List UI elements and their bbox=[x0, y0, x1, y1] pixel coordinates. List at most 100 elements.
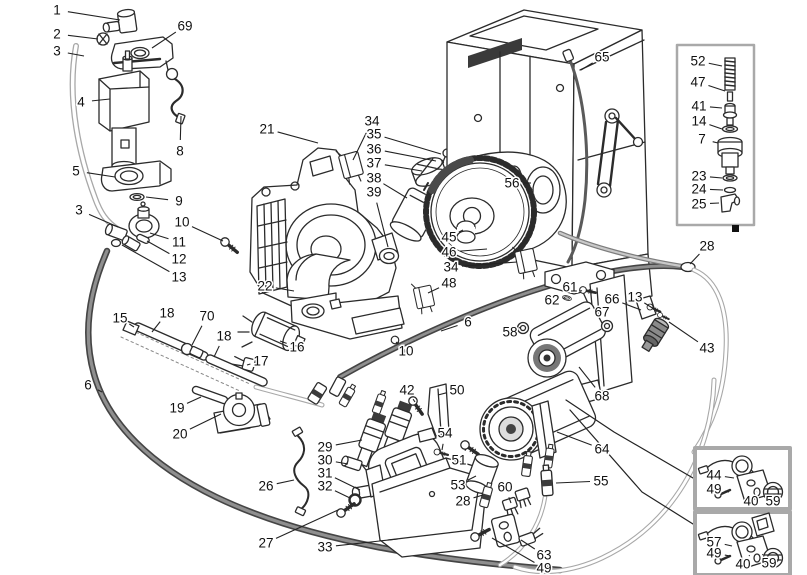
gear-wheel-part45-46 bbox=[423, 155, 537, 269]
part-label-11: 11 bbox=[172, 235, 186, 250]
leader-line-27 bbox=[275, 509, 339, 539]
leader-line-63 bbox=[520, 539, 536, 550]
leader-line-41 bbox=[709, 106, 723, 109]
leader-line-29 bbox=[335, 439, 363, 446]
nut-part58 bbox=[516, 321, 530, 335]
part-label-8: 8 bbox=[176, 144, 184, 159]
part-label-55: 55 bbox=[593, 474, 608, 489]
part-label-17: 17 bbox=[253, 354, 268, 369]
harness-inset-top bbox=[693, 446, 792, 511]
part-label-22: 22 bbox=[257, 279, 272, 294]
inset-connector-lines bbox=[565, 399, 694, 525]
leader-line-65 bbox=[580, 62, 593, 71]
leader-line-2 bbox=[67, 34, 99, 40]
leader-line-19 bbox=[186, 396, 202, 404]
part-label-13: 13 bbox=[171, 270, 186, 285]
leader-line-23 bbox=[709, 176, 723, 179]
part-label-47: 47 bbox=[690, 75, 705, 90]
clip-part2 bbox=[96, 32, 110, 46]
part-label-57: 57 bbox=[706, 535, 721, 550]
leader-line-3 bbox=[88, 213, 119, 228]
part-label-51: 51 bbox=[451, 453, 466, 468]
valve-cluster-part11-13 bbox=[104, 201, 160, 252]
tube-loops-bottom-right bbox=[497, 377, 717, 575]
leader-line-61 bbox=[580, 289, 583, 292]
part-label-41: 41 bbox=[691, 99, 706, 114]
wire-part26 bbox=[291, 426, 310, 517]
leader-line-64 bbox=[556, 431, 592, 446]
leader-line-37 bbox=[384, 164, 423, 172]
leader-line-3 bbox=[67, 52, 85, 57]
leader-line-35 bbox=[384, 136, 442, 155]
leader-line-21 bbox=[277, 131, 319, 144]
leader-line-34 bbox=[461, 261, 518, 267]
part-label-23: 23 bbox=[691, 169, 706, 184]
part-label-7: 7 bbox=[698, 132, 706, 147]
part-label-70: 70 bbox=[199, 309, 214, 324]
part-label-64: 64 bbox=[594, 442, 610, 457]
leader-line-44 bbox=[724, 476, 735, 479]
leader-line-31 bbox=[334, 477, 361, 491]
leader-line-18 bbox=[151, 321, 161, 333]
part-label-31: 31 bbox=[317, 466, 332, 481]
leader-line-12 bbox=[146, 240, 170, 255]
part-label-61: 61 bbox=[562, 280, 577, 295]
pump-part4 bbox=[98, 50, 150, 172]
leader-line-66 bbox=[622, 302, 642, 311]
part-label-59: 59 bbox=[765, 494, 780, 509]
part-label-10: 10 bbox=[174, 215, 189, 230]
part-label-19: 19 bbox=[169, 401, 184, 416]
leader-line-51 bbox=[464, 448, 467, 452]
oring-part9 bbox=[129, 192, 145, 202]
leader-line-36 bbox=[384, 150, 437, 162]
leader-line-8 bbox=[179, 115, 182, 141]
tube-assembly-15-18-70 bbox=[122, 320, 268, 387]
leader-line-49 bbox=[491, 537, 535, 563]
part-label-68: 68 bbox=[594, 389, 609, 404]
part-label-6: 6 bbox=[464, 315, 472, 330]
part-label-36: 36 bbox=[366, 142, 381, 157]
part-label-43: 43 bbox=[699, 341, 714, 356]
part-label-69: 69 bbox=[177, 19, 192, 34]
part-label-21: 21 bbox=[259, 122, 274, 137]
part-label-28: 28 bbox=[455, 494, 470, 509]
leader-line-6 bbox=[440, 324, 458, 332]
part-label-34: 34 bbox=[443, 260, 459, 275]
part-label-9: 9 bbox=[175, 194, 183, 209]
part-label-52: 52 bbox=[690, 54, 705, 69]
part-label-65: 65 bbox=[594, 50, 609, 65]
part-label-56: 56 bbox=[504, 176, 519, 191]
leader-line-28 bbox=[689, 253, 700, 265]
water-tube-3 bbox=[69, 43, 122, 233]
leader-line-45 bbox=[458, 229, 464, 233]
bracket-part63 bbox=[490, 513, 544, 548]
part-label-53: 53 bbox=[450, 478, 465, 493]
valve-detail-inset bbox=[675, 43, 756, 232]
leader-line-68 bbox=[578, 366, 596, 388]
leader-line-26 bbox=[276, 479, 295, 485]
part-label-3: 3 bbox=[53, 44, 61, 59]
part-label-20: 20 bbox=[172, 427, 187, 442]
part-label-40: 40 bbox=[735, 557, 750, 572]
part-label-49: 49 bbox=[706, 482, 721, 497]
leader-line-70 bbox=[191, 325, 203, 346]
ghost-guide-lines bbox=[120, 329, 251, 392]
leader-line-43 bbox=[668, 321, 699, 343]
part-label-5: 5 bbox=[72, 164, 80, 179]
leader-line-1 bbox=[67, 11, 121, 21]
leader-line-49 bbox=[724, 554, 731, 557]
inlet-fitting-part1 bbox=[102, 8, 138, 34]
part-label-14: 14 bbox=[691, 114, 707, 129]
part-label-26: 26 bbox=[258, 479, 273, 494]
leader-line-40 bbox=[748, 554, 751, 557]
part-label-33: 33 bbox=[317, 540, 332, 555]
leader-line-7 bbox=[712, 141, 719, 144]
part-label-18: 18 bbox=[216, 329, 231, 344]
leader-line-46 bbox=[459, 248, 488, 252]
connectors-part60 bbox=[501, 487, 532, 518]
leader-line-9 bbox=[145, 196, 169, 201]
leader-line-24 bbox=[709, 188, 724, 191]
leader-line-49 bbox=[724, 490, 730, 493]
part-label-28: 28 bbox=[699, 239, 714, 254]
